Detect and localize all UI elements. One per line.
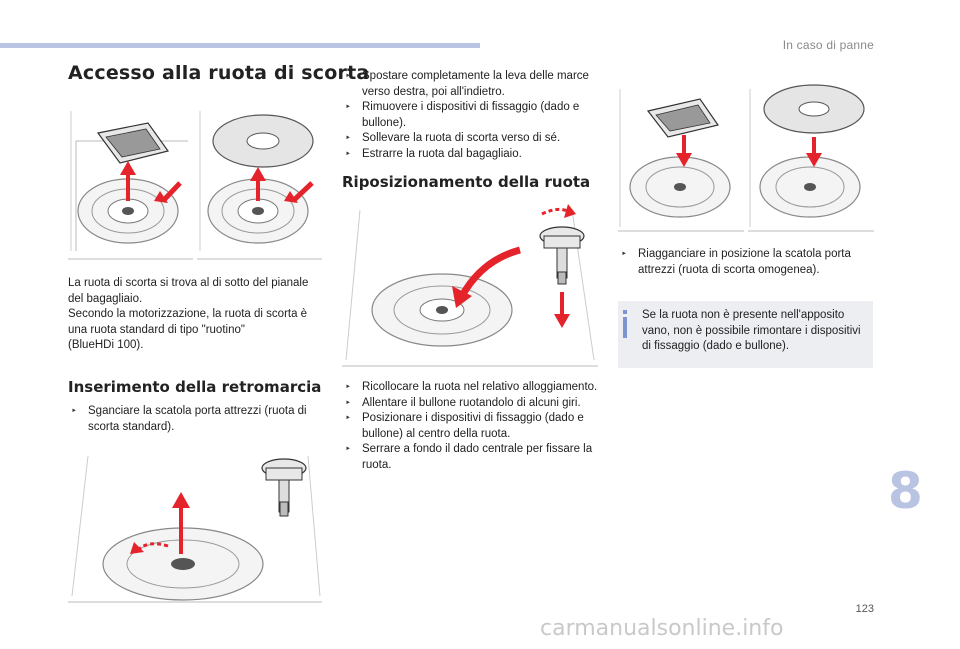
bullet-marker-icon: ‣ [345, 102, 351, 113]
list-item: ‣Riagganciare in posizione la scatola po… [621, 248, 851, 276]
heading-repositioning: Riposizionamento della ruota [342, 173, 591, 191]
bullet-marker-icon: ‣ [345, 148, 351, 160]
bullet-marker-icon: ‣ [345, 382, 351, 393]
bullet-marker-icon: ‣ [71, 406, 77, 417]
info-icon [621, 310, 629, 338]
figure-panel-right [748, 75, 874, 237]
reattach-steps: ‣Riagganciare in posizione la scatola po… [618, 247, 874, 278]
header-accent-bar [0, 43, 480, 48]
figure-trunk-access [68, 101, 322, 266]
page-number: 123 [855, 603, 874, 615]
info-note-text: Se la ruota non è presente nell'apposito… [642, 309, 861, 352]
repositioning-steps: ‣Ricollocare la ruota nel relativo allog… [342, 380, 598, 473]
list-item: ‣Estrarre la ruota dal bagagliaio. [342, 147, 598, 163]
figure-panel-left [618, 75, 744, 237]
removal-steps: ‣Spostare completamente la leva delle ma… [342, 69, 598, 162]
list-item: ‣Allentare il bullone ruotandolo di alcu… [342, 396, 598, 412]
list-item: ‣Serrare a fondo il dado centrale per fi… [345, 443, 593, 471]
page-heading: Accesso alla ruota di scorta [68, 62, 370, 84]
list-item: ‣Posizionare i dispositivi di fissaggio … [345, 412, 584, 440]
bullet-marker-icon: ‣ [345, 133, 351, 144]
list-item: ‣Sganciare la scatola porta attrezzi (ru… [71, 405, 307, 433]
bullet-marker-icon: ‣ [345, 413, 351, 424]
list-item: ‣Spostare completamente la leva delle ma… [345, 70, 589, 98]
figure-reattach-toolbox [618, 75, 874, 237]
chapter-number: 8 [888, 462, 923, 520]
nut-bolt-drawing [261, 458, 307, 517]
heading-reverse-gear: Inserimento della retromarcia [68, 378, 322, 396]
reverse-gear-steps: ‣Sganciare la scatola porta attrezzi (ru… [68, 404, 324, 435]
watermark: carmanualsonline.info [540, 616, 784, 641]
bullet-marker-icon: ‣ [345, 444, 351, 455]
figure-panel-right [197, 101, 322, 266]
list-item: ‣Sollevare la ruota di scorta verso di s… [342, 131, 598, 147]
figure-remove-fixings [68, 446, 322, 606]
list-item: ‣Ricollocare la ruota nel relativo allog… [342, 380, 598, 396]
bullet-marker-icon: ‣ [621, 249, 627, 260]
bullet-marker-icon: ‣ [345, 397, 351, 409]
figure-reposition-wheel [342, 200, 598, 370]
intro-text: La ruota di scorta si trova al di sotto … [68, 277, 309, 351]
list-item: ‣Rimuovere i dispositivi di fissaggio (d… [345, 101, 580, 129]
bullet-marker-icon: ‣ [345, 71, 351, 82]
section-title: In caso di panne [782, 38, 874, 52]
figure-panel-left [68, 101, 193, 266]
nut-bolt-drawing [539, 226, 585, 285]
info-note-box: Se la ruota non è presente nell'apposito… [618, 301, 873, 368]
